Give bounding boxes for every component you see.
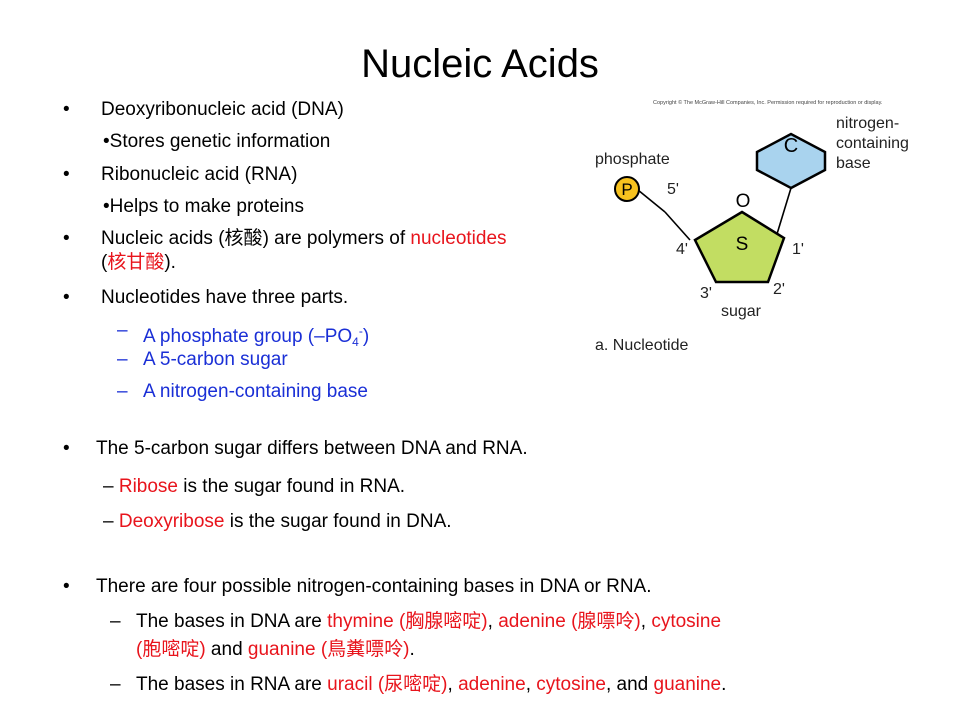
text: is the sugar found in DNA. — [224, 511, 452, 532]
carbon-5-label: 5' — [667, 181, 679, 198]
nucleotide-diagram: Copyright © The McGraw-Hill Companies, I… — [595, 99, 909, 354]
sugar-letter: S — [736, 234, 749, 255]
slide-title: Nucleic Acids — [361, 42, 599, 86]
bullet-dot: • — [63, 287, 70, 308]
bullet-dot: • — [63, 576, 70, 597]
bullet-rna: Ribonucleic acid (RNA) — [101, 164, 298, 185]
dna-bases-line1: The bases in DNA are thymine (胸腺嘧啶), ade… — [136, 610, 721, 634]
rna-bases-line: The bases in RNA are uracil (尿嘧啶), adeni… — [136, 673, 726, 697]
part-phosphate-group: A phosphate group (–PO4-) — [143, 319, 369, 354]
dna-bases-line2: (胞嘧啶) and guanine (鳥糞嘌呤). — [136, 638, 415, 662]
bullet-sugar-differs: The 5-carbon sugar differs between DNA a… — [96, 438, 528, 459]
dash-marker: – — [117, 320, 128, 341]
text: ( — [101, 252, 108, 273]
text: – — [103, 511, 119, 532]
bullet-dot: • — [63, 228, 70, 249]
base-label-line1: nitrogen- — [836, 115, 899, 132]
highlight-guanine: guanine — [653, 674, 722, 695]
bullet-dot: • — [63, 164, 70, 185]
bond-base-to-c1 — [776, 187, 792, 235]
oxygen-letter: O — [736, 191, 751, 212]
text: – — [103, 476, 119, 497]
highlight-adenine: adenine — [458, 674, 526, 695]
superscript: - — [358, 324, 363, 338]
bond-c5-to-c4 — [664, 211, 691, 241]
diagram-caption: a. Nucleotide — [595, 337, 688, 354]
phosphate-letter: P — [621, 180, 632, 199]
base-hexagon — [755, 132, 827, 190]
highlight-adenine: adenine (腺嘌呤) — [498, 611, 641, 632]
bullet-dot: • — [63, 99, 70, 120]
bullet-three-parts: Nucleotides have three parts. — [101, 287, 349, 308]
dash-marker: – — [110, 611, 121, 632]
dash-marker: – — [117, 381, 128, 402]
base-letter: C — [784, 135, 798, 157]
bullet-four-bases: There are four possible nitrogen-contain… — [96, 576, 652, 597]
phosphate-circle — [614, 176, 640, 202]
bullet-dna: Deoxyribonucleic acid (DNA) — [101, 99, 344, 120]
carbon-2-label: 2' — [773, 281, 785, 298]
bullet-dot: • — [63, 438, 70, 459]
text: , — [447, 674, 459, 695]
bullet-nucleic-acids-line2: (核甘酸). — [101, 251, 176, 275]
highlight-cytosine: cytosine — [651, 611, 722, 632]
subscript: 4 — [352, 335, 359, 349]
text: The bases in RNA are — [136, 674, 328, 695]
dash-ribose: – Ribose is the sugar found in RNA. — [103, 475, 405, 499]
text: ) — [362, 326, 370, 347]
copyright-notice: Copyright © The McGraw-Hill Companies, I… — [653, 99, 883, 106]
base-label-line2: containing — [836, 135, 909, 152]
text: ) are polymers of — [262, 228, 411, 249]
text: , and — [605, 674, 654, 695]
text: and — [205, 639, 248, 660]
text: . — [721, 674, 727, 695]
highlight-nucleotides: nucleotides — [410, 228, 507, 249]
part-nitrogen-base: A nitrogen-containing base — [143, 381, 368, 402]
dash-marker: – — [117, 349, 128, 370]
text: Nucleic acids ( — [101, 228, 225, 249]
highlight-deoxyribose: Deoxyribose — [118, 511, 225, 532]
carbon-3-label: 3' — [700, 285, 712, 302]
base-label-line3: base — [836, 155, 871, 172]
text: , — [525, 674, 537, 695]
carbon-4-label: 4' — [676, 241, 688, 258]
highlight-cytosine: cytosine — [536, 674, 606, 695]
sugar-pentagon — [693, 210, 786, 284]
dash-deoxyribose: – Deoxyribose is the sugar found in DNA. — [103, 510, 452, 534]
text: A phosphate group (–PO — [143, 326, 353, 347]
text: is the sugar found in RNA. — [178, 476, 406, 497]
highlight-nucleotide-chinese: 核甘酸 — [107, 252, 165, 273]
bond-phosphate-to-c5 — [637, 189, 666, 213]
part-5-carbon-sugar: A 5-carbon sugar — [143, 349, 288, 370]
text: ). — [164, 252, 176, 273]
highlight-thymine: thymine (胸腺嘧啶) — [327, 611, 488, 632]
dash-marker: – — [110, 674, 121, 695]
highlight-cytosine-chinese: (胞嘧啶) — [136, 639, 206, 660]
text: , — [487, 611, 499, 632]
sub-bullet-helps-proteins: •Helps to make proteins — [103, 196, 304, 217]
highlight-ribose: Ribose — [118, 476, 179, 497]
sub-bullet-stores-genetic-info: •Stores genetic information — [103, 131, 331, 152]
text: . — [409, 639, 415, 660]
chinese-term-nucleic-acid: 核酸 — [224, 228, 263, 249]
text: The bases in DNA are — [136, 611, 328, 632]
bullet-nucleic-acids-polymers: Nucleic acids (核酸) are polymers of nucle… — [101, 227, 507, 251]
highlight-uracil: uracil (尿嘧啶) — [327, 674, 448, 695]
text: , — [640, 611, 652, 632]
sugar-label: sugar — [721, 303, 762, 320]
carbon-1-label: 1' — [792, 241, 804, 258]
highlight-guanine: guanine (鳥糞嘌呤) — [247, 639, 410, 660]
phosphate-label: phosphate — [595, 151, 670, 168]
